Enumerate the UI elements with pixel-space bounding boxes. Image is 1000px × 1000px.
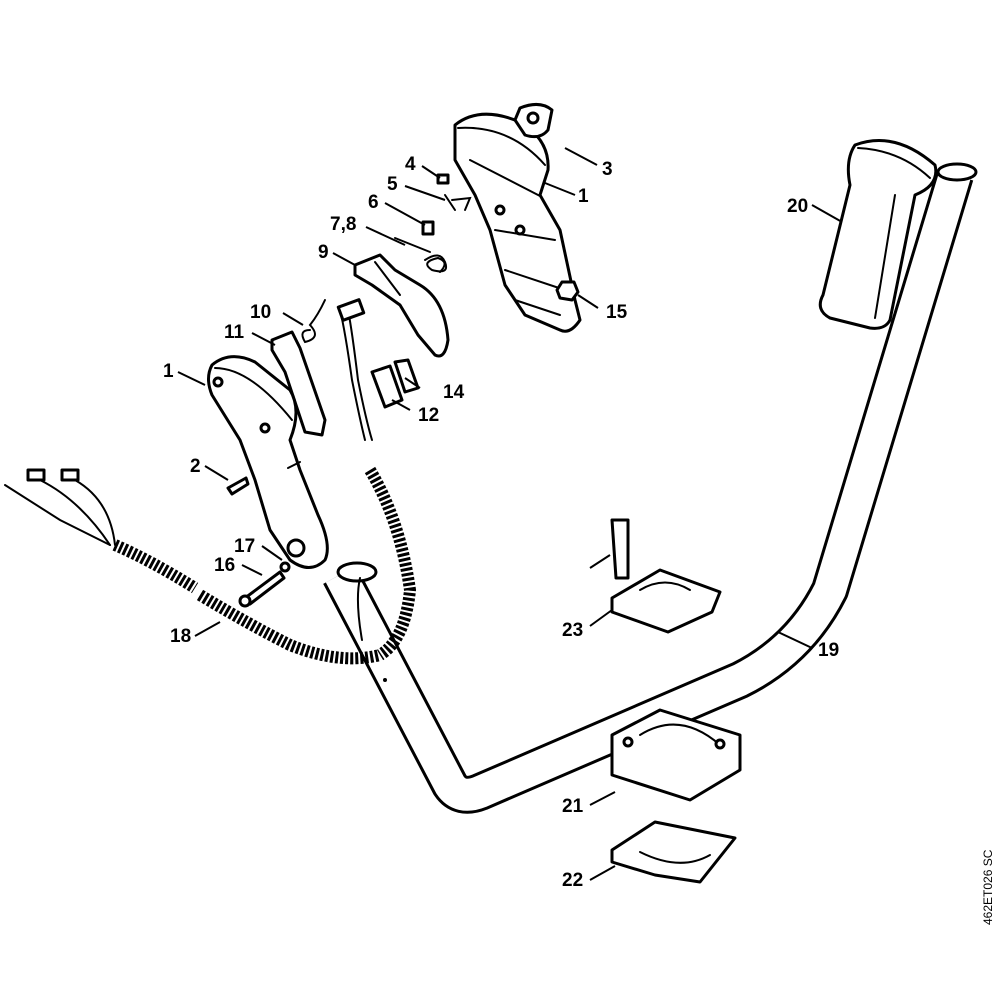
control-handle-shell-right [453,112,582,333]
bolt-and-washer [238,561,291,608]
screw-part [226,476,250,496]
callout-4: 4 [405,154,416,175]
grip-part [818,139,938,330]
callout-3: 3 [602,159,613,180]
handle-housing-left [207,355,329,569]
torsion-spring [394,237,448,273]
control-cable [336,298,417,661]
callout-1-left: 1 [163,361,174,382]
callout-9: 9 [318,242,329,263]
nut-part [555,280,580,302]
throttle-trigger [353,253,450,358]
callout-12: 12 [418,405,439,426]
callout-11: 11 [224,322,245,343]
callout-15: 16 [214,555,235,576]
clamp-upper [610,518,722,634]
leader-lines [177,147,843,881]
callout-18: 19 [818,640,839,661]
wiring-harness [4,468,382,665]
lock-lever [270,330,327,437]
callout-14: 15 [606,302,628,323]
callout-20: 21 [562,796,584,817]
small-hardware-parts [421,173,472,236]
button-part [513,103,554,139]
callout-1-right: 1 [578,186,589,207]
callout-13: 14 [443,382,465,403]
callout-10: 10 [250,302,271,323]
handlebar-tube [323,162,978,814]
callout-16: 17 [234,536,255,557]
clamp-block [610,708,742,802]
callout-17: 18 [170,626,191,647]
wire-spring [301,299,326,344]
drawing-code-label: 462ET026 SC [981,849,995,925]
callout-5: 5 [387,174,398,195]
callout-6: 6 [368,192,379,213]
callout-19: 20 [787,196,808,217]
callout-7-8: 7,8 [330,214,356,235]
callout-2: 2 [190,456,201,477]
clamp-lower [610,820,737,884]
callout-22: 23 [562,620,583,641]
switch-parts [370,358,420,409]
callout-21: 22 [562,870,583,891]
